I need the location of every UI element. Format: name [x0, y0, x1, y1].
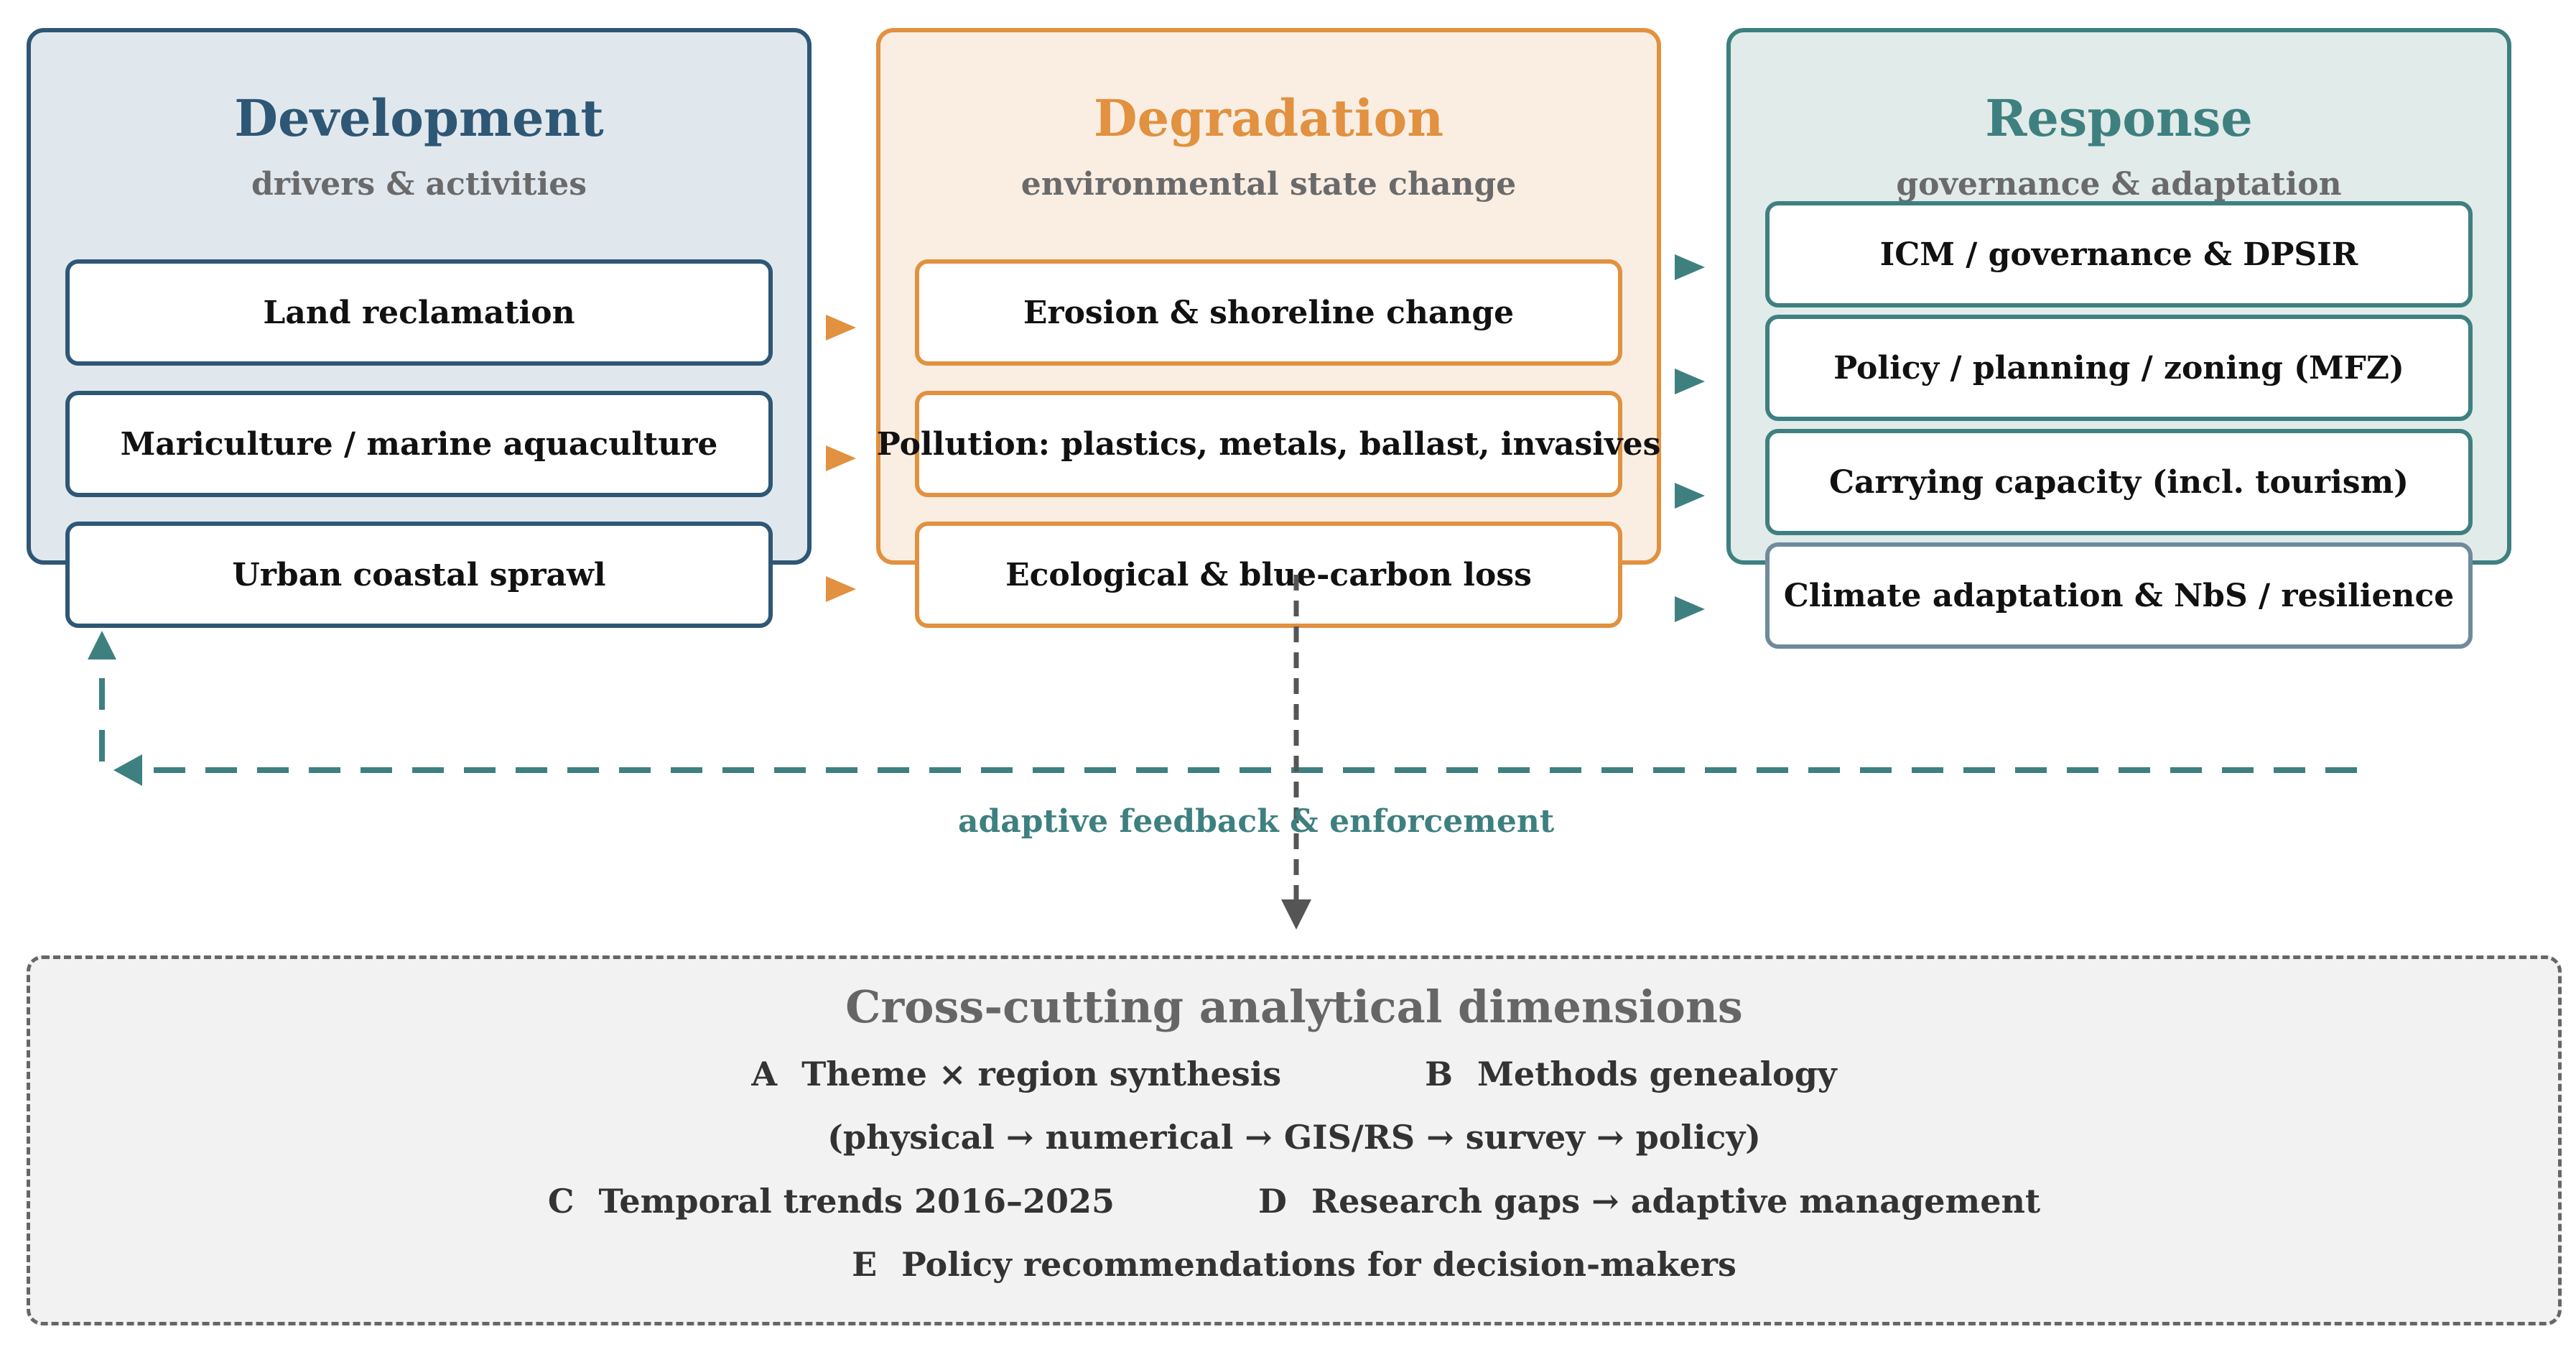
dimension-b-detail: (physical → numerical → GIS/RS → survey … [827, 1118, 1761, 1157]
dimension-b-letter: B [1425, 1055, 1453, 1093]
cross-cutting-row-ab: A Theme × region synthesis B Methods geneal… [30, 1055, 2558, 1093]
response-item-icm: ICM / governance & DPSIR [1765, 201, 2473, 307]
arrow-dev-to-deg-3 [826, 576, 856, 602]
feedback-arrowhead-up [88, 631, 116, 659]
dimension-d-text: Research gaps → adaptive management [1311, 1182, 2041, 1221]
response-title: Response [1985, 88, 2253, 148]
feedback-label: adaptive feedback & enforcement [958, 803, 1555, 840]
feedback-arrowhead-left [113, 754, 142, 786]
arrow-dev-to-deg-1 [826, 315, 856, 341]
dimension-b-text: Methods genealogy [1477, 1055, 1837, 1093]
cross-cutting-arrowhead [1281, 899, 1311, 930]
arrow-deg-to-res-2 [1675, 369, 1705, 394]
cross-cutting-row-cd: C Temporal trends 2016–2025 D Research gaps… [30, 1182, 2558, 1221]
dimension-e-text: Policy recommendations for decision-make… [901, 1245, 1736, 1284]
degradation-item-ecological-loss: Ecological & blue-carbon loss [915, 522, 1622, 628]
dimension-d-letter: D [1258, 1182, 1287, 1221]
dimension-a-text: Theme × region synthesis [801, 1055, 1282, 1093]
arrow-deg-to-res-3 [1675, 483, 1705, 509]
degradation-item-erosion: Erosion & shoreline change [915, 259, 1622, 366]
development-item-land-reclamation: Land reclamation [65, 259, 773, 366]
response-subtitle: governance & adaptation [1896, 166, 2342, 203]
dimension-e-letter: E [852, 1245, 878, 1284]
degradation-item-pollution: Pollution: plastics, metals, ballast, in… [877, 391, 1660, 497]
cross-cutting-title: Cross-cutting analytical dimensions [845, 981, 1743, 1033]
degradation-subtitle: environmental state change [1020, 166, 1517, 203]
response-item-climate-adaptation: Climate adaptation & NbS / resilience [1765, 542, 2473, 649]
arrow-deg-to-res-1 [1675, 254, 1705, 280]
development-title: Development [234, 88, 604, 148]
dimension-c-text: Temporal trends 2016–2025 [598, 1182, 1115, 1221]
development-subtitle: drivers & activities [251, 166, 587, 203]
arrow-deg-to-res-4 [1675, 596, 1705, 622]
arrow-dev-to-deg-2 [826, 445, 856, 471]
response-item-policy: Policy / planning / zoning (MFZ) [1765, 315, 2473, 421]
development-item-mariculture: Mariculture / marine aquaculture [65, 391, 773, 497]
development-item-urban-sprawl: Urban coastal sprawl [65, 522, 773, 628]
cross-cutting-row-e: E Policy recommendations for decision-mak… [30, 1245, 2558, 1284]
dimension-a-letter: A [751, 1055, 778, 1093]
response-item-carrying-capacity: Carrying capacity (incl. tourism) [1765, 429, 2473, 535]
dimension-c-letter: C [547, 1182, 575, 1221]
degradation-title: Degradation [1093, 88, 1444, 148]
cross-cutting-panel: Cross-cutting analytical dimensions A The… [27, 955, 2562, 1325]
